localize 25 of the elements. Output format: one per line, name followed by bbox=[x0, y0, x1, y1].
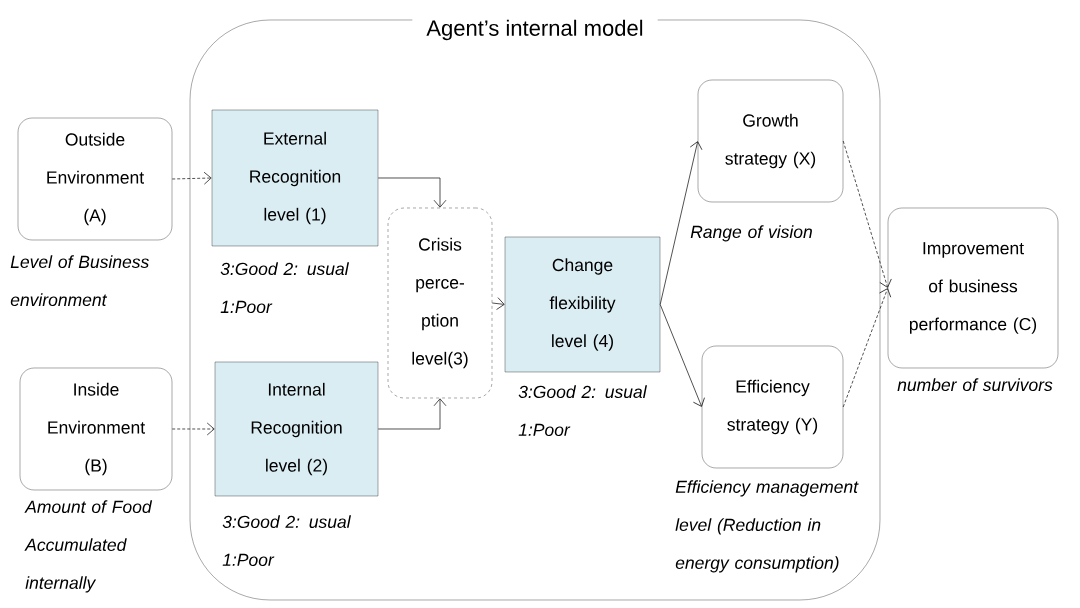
dashed-rounded-box: Crisis perce- ption level(3) bbox=[387, 207, 493, 399]
annotation: Amount of Food Accumulated internally bbox=[24, 500, 153, 593]
annotation: Efficiency management level (Reduction in energy consumption) bbox=[675, 480, 859, 573]
annotation: Level of Business environment bbox=[10, 255, 149, 307]
arrow bbox=[842, 140, 892, 288]
annotation: number of survivors bbox=[897, 378, 1053, 392]
arrow bbox=[171, 422, 215, 436]
arrow bbox=[171, 171, 212, 185]
annotation: 3:Good 2: usual 1:Poor bbox=[220, 262, 349, 314]
process-box: External Recognition level (1) bbox=[211, 109, 379, 247]
annotation: 3:Good 2: usual 1:Poor bbox=[518, 385, 647, 437]
rounded-box: Efficiency strategy (Y) bbox=[701, 345, 844, 469]
rounded-box: Outside Environment (A) bbox=[17, 117, 173, 241]
rounded-box: Inside Environment (B) bbox=[19, 367, 173, 491]
process-box: Change flexibility level (4) bbox=[504, 236, 661, 373]
arrow bbox=[377, 398, 447, 430]
annotation: 3:Good 2: usual 1:Poor bbox=[222, 515, 351, 567]
rounded-box: Improvement of business performance (C) bbox=[887, 207, 1059, 369]
arrow bbox=[377, 177, 447, 208]
arrow bbox=[842, 288, 892, 408]
annotation: Range of vision bbox=[690, 225, 812, 242]
arrow bbox=[659, 141, 703, 305]
rounded-box: Growth strategy (X) bbox=[697, 79, 844, 203]
process-box: Internal Recognition level (2) bbox=[214, 361, 379, 497]
arrow bbox=[659, 304, 705, 407]
